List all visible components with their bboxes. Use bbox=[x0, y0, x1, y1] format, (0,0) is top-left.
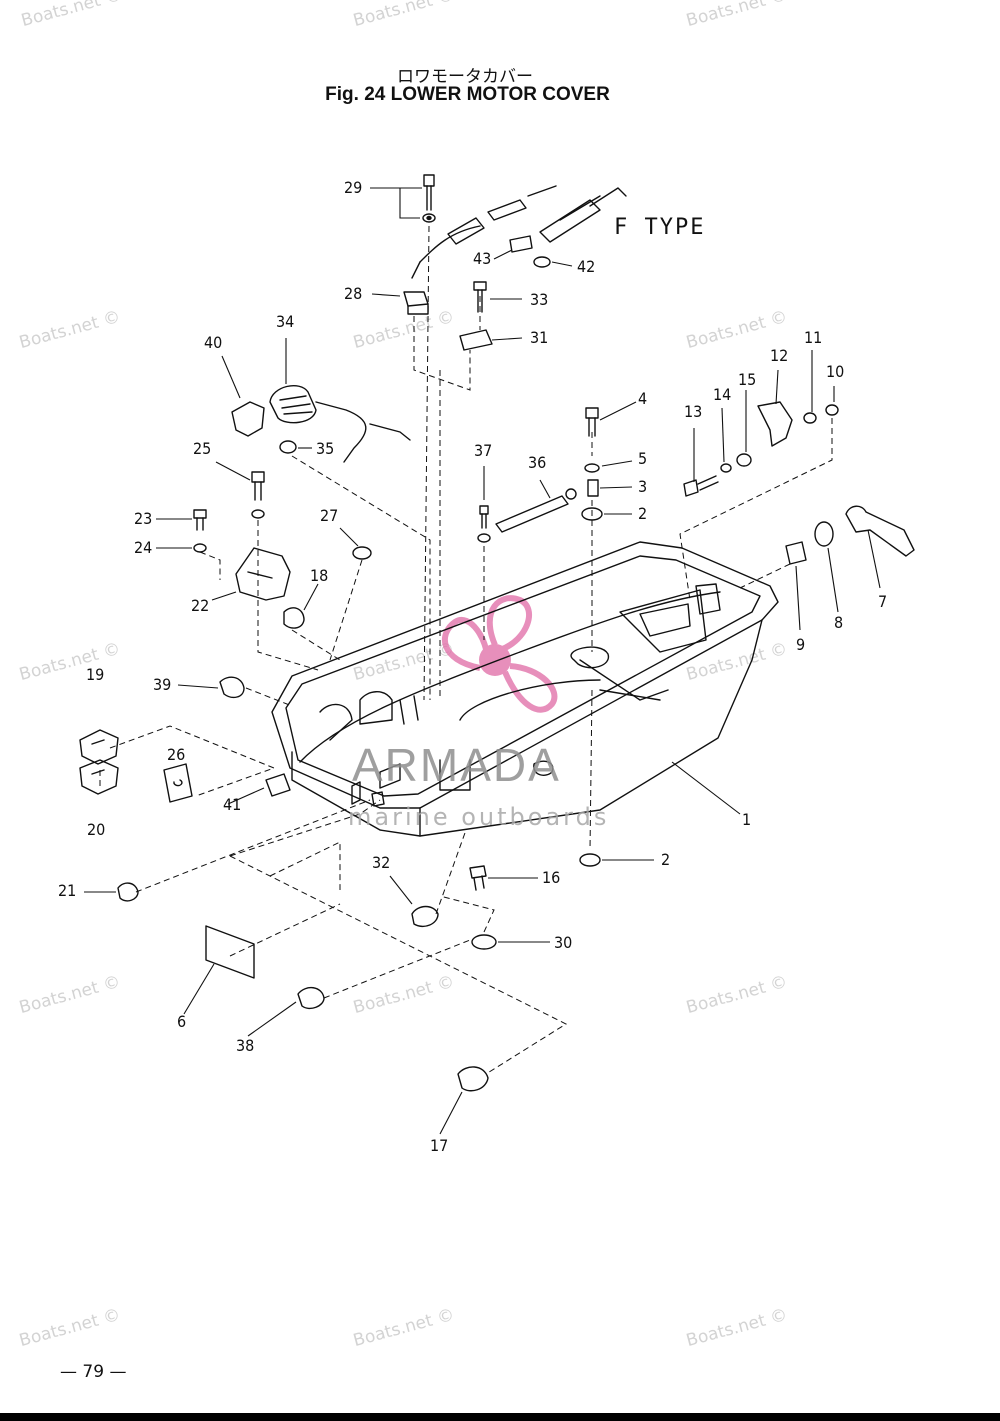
part-25-bolt bbox=[251, 471, 265, 519]
armada-propeller-logo bbox=[441, 595, 558, 713]
callout-13: 13 bbox=[684, 402, 703, 421]
part-5-washer bbox=[584, 463, 600, 473]
callout-5: 5 bbox=[638, 449, 648, 468]
leader-lines bbox=[84, 187, 881, 1135]
callout-32: 32 bbox=[372, 853, 391, 872]
callout-4: 4 bbox=[638, 389, 648, 408]
part-41-block bbox=[265, 773, 291, 797]
title-japanese: ロワモータカバー bbox=[397, 67, 533, 87]
part-32-plug bbox=[411, 905, 439, 928]
assembly-dash-lines bbox=[99, 225, 833, 1075]
callout-18: 18 bbox=[310, 566, 329, 585]
callout-2b: 2 bbox=[661, 850, 671, 869]
part-31-plate bbox=[459, 329, 493, 351]
callout-21: 21 bbox=[58, 881, 77, 900]
callout-1: 1 bbox=[742, 810, 752, 829]
callout-27: 27 bbox=[320, 506, 339, 525]
part-23-screw bbox=[193, 509, 207, 553]
callout-7: 7 bbox=[878, 592, 888, 611]
wire-harness-connectors bbox=[419, 185, 627, 268]
callout-31: 31 bbox=[530, 328, 549, 347]
part-38-plug bbox=[297, 987, 325, 1010]
page-bottom-border bbox=[0, 1413, 1000, 1421]
part-7-handle bbox=[845, 505, 915, 557]
part-4-bolt bbox=[585, 407, 599, 437]
part-3-collar bbox=[587, 479, 599, 497]
callout-40: 40 bbox=[204, 333, 223, 352]
callout-8: 8 bbox=[834, 613, 844, 632]
callout-41: 41 bbox=[223, 795, 242, 814]
part-13-bolt bbox=[683, 475, 719, 497]
part-33-screw bbox=[473, 281, 487, 313]
part-35-grommet bbox=[279, 440, 297, 454]
callout-22: 22 bbox=[191, 596, 210, 615]
callout-12: 12 bbox=[770, 346, 789, 365]
callout-17: 17 bbox=[430, 1136, 449, 1155]
callout-36: 36 bbox=[528, 453, 547, 472]
callout-26: 26 bbox=[167, 745, 186, 764]
callout-38: 38 bbox=[236, 1036, 255, 1055]
callout-23: 23 bbox=[134, 509, 153, 528]
page-number: — 79 — bbox=[60, 1362, 127, 1382]
callout-11: 11 bbox=[804, 328, 823, 347]
callout-24: 24 bbox=[134, 538, 153, 557]
callout-37: 37 bbox=[474, 441, 493, 460]
part-14-washer bbox=[720, 463, 732, 473]
callout-25: 25 bbox=[193, 439, 212, 458]
variant-label: F TYPE bbox=[614, 215, 706, 240]
part-39-grommet bbox=[219, 676, 245, 699]
callout-29: 29 bbox=[344, 178, 363, 197]
part-28-relay bbox=[403, 261, 429, 315]
callout-10: 10 bbox=[826, 362, 845, 381]
part-11-nut bbox=[803, 412, 817, 424]
callout-42: 42 bbox=[577, 257, 596, 276]
part-21-plug bbox=[117, 882, 139, 902]
part-22-bracket bbox=[235, 547, 291, 601]
callout-43: 43 bbox=[473, 249, 492, 268]
callout-2a: 2 bbox=[638, 504, 648, 523]
part-19-clamp bbox=[79, 729, 119, 765]
part-30-grommet bbox=[471, 934, 497, 950]
armada-logo-tagline: marine outboards bbox=[348, 803, 610, 831]
part-15-collar bbox=[736, 453, 752, 467]
callout-14: 14 bbox=[713, 385, 732, 404]
part-18-grommet bbox=[283, 607, 305, 629]
callout-19: 19 bbox=[86, 665, 105, 684]
part-12-lever bbox=[757, 401, 793, 447]
armada-logo-text: ARMADA bbox=[352, 739, 561, 791]
part-27-grommet bbox=[352, 546, 372, 560]
callout-35: 35 bbox=[316, 439, 335, 458]
callout-28: 28 bbox=[344, 284, 363, 303]
callout-33: 33 bbox=[530, 290, 549, 309]
callout-6: 6 bbox=[177, 1012, 187, 1031]
part-36-link-rod bbox=[495, 488, 577, 533]
lower-motor-cover bbox=[271, 541, 779, 837]
part-37-screw bbox=[477, 505, 491, 543]
callout-39: 39 bbox=[153, 675, 172, 694]
callout-20: 20 bbox=[87, 820, 106, 839]
callout-9: 9 bbox=[796, 635, 806, 654]
callout-15: 15 bbox=[738, 370, 757, 389]
part-40-clip bbox=[231, 401, 265, 437]
callout-30: 30 bbox=[554, 933, 573, 952]
part-34-coil bbox=[269, 384, 411, 463]
part-8-gear bbox=[814, 521, 834, 547]
part-16-screw bbox=[469, 865, 487, 891]
part-2-grommet-lower bbox=[579, 853, 601, 867]
part-6-decal bbox=[205, 925, 255, 979]
part-29-bolt bbox=[422, 174, 436, 223]
part-9-bushing bbox=[785, 541, 807, 565]
part-17-plug bbox=[457, 1066, 489, 1092]
callout-34: 34 bbox=[276, 312, 295, 331]
part-10-washer bbox=[825, 404, 839, 416]
callout-3: 3 bbox=[638, 477, 648, 496]
part-20-clamp bbox=[79, 759, 119, 795]
part-26-plate bbox=[163, 763, 193, 803]
callout-16: 16 bbox=[542, 868, 561, 887]
page-title: Fig. 24 LOWER MOTOR COVER bbox=[325, 84, 610, 105]
